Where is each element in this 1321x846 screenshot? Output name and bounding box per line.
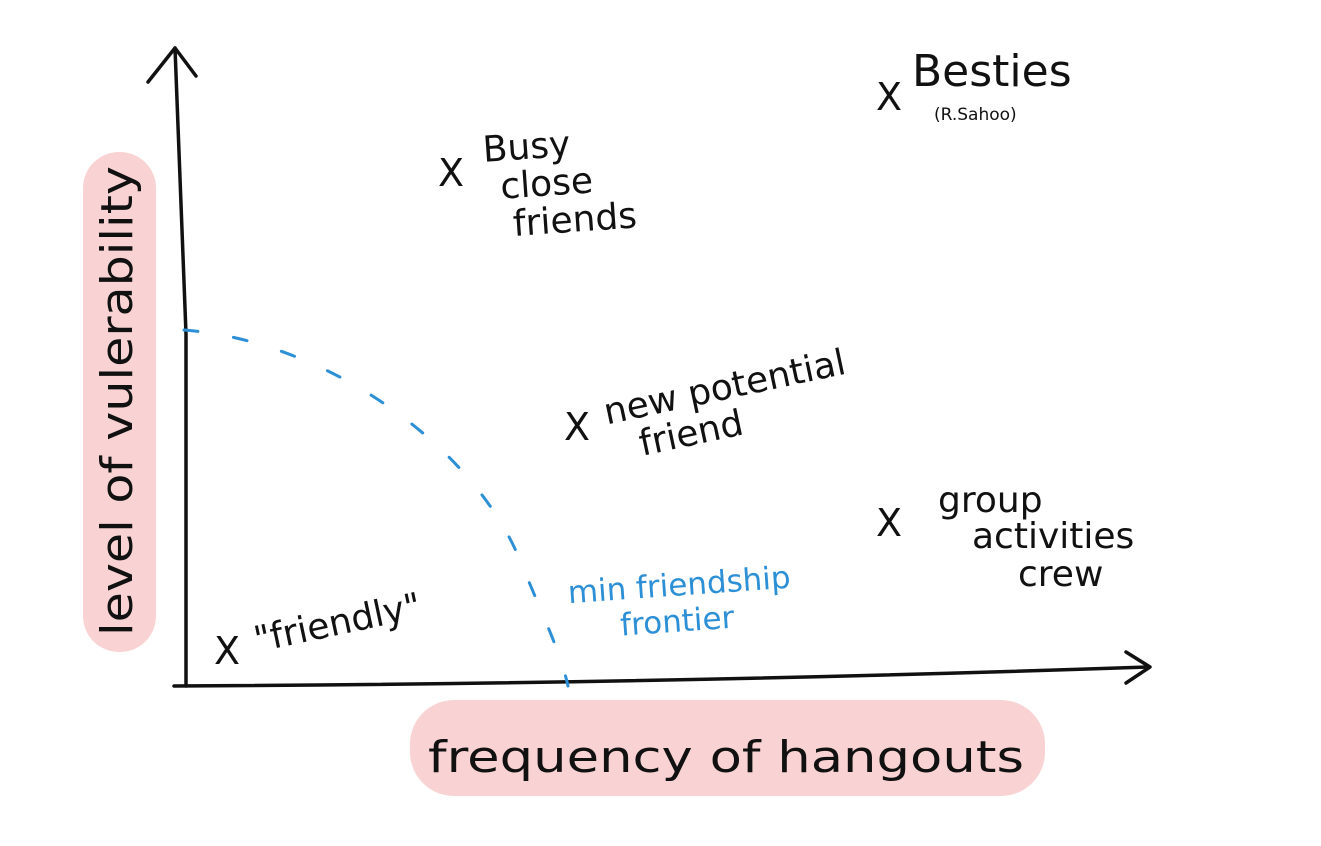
busy-close-friends-marker: X bbox=[438, 151, 464, 195]
x-axis-label-highlight bbox=[410, 700, 1045, 796]
min-friendship-frontier-curve bbox=[182, 328, 570, 688]
frontier-label: min friendship frontier bbox=[567, 560, 792, 644]
group-activities-crew-line-3: crew bbox=[1018, 554, 1103, 595]
group-activities-crew-line-1: group bbox=[938, 480, 1043, 521]
y-axis-arrowhead bbox=[146, 46, 198, 84]
group-activities-crew-marker: X bbox=[876, 501, 902, 545]
friendly-marker: X bbox=[214, 629, 240, 673]
frontier-label-line-2: frontier bbox=[619, 600, 736, 644]
busy-close-friends-label: Busy close friends bbox=[481, 124, 639, 245]
friendly-label: "friendly" bbox=[250, 586, 425, 661]
busy-close-friends-line-2: close bbox=[499, 160, 594, 207]
friendly-label-group: "friendly" bbox=[250, 586, 425, 661]
busy-close-friends-line-3: friends bbox=[512, 195, 639, 245]
busy-close-friends-line-1: Busy bbox=[481, 124, 571, 171]
y-axis-line bbox=[173, 46, 188, 688]
new-potential-friend-marker: X bbox=[564, 405, 590, 449]
x-axis-arrowhead bbox=[1124, 650, 1152, 685]
besties-marker: X bbox=[876, 75, 902, 119]
x-axis-line bbox=[172, 665, 1150, 688]
y-axis-label-highlight bbox=[83, 152, 156, 652]
besties-label: Besties bbox=[912, 46, 1072, 97]
x-axis-label: frequency of hangouts bbox=[428, 732, 1024, 783]
besties-sublabel: (R.Sahoo) bbox=[934, 105, 1017, 125]
new-potential-friend-label: new potential friend bbox=[600, 342, 849, 465]
y-axis-label: level of vulerability bbox=[92, 166, 143, 636]
group-activities-crew-line-2: activities bbox=[972, 516, 1134, 557]
